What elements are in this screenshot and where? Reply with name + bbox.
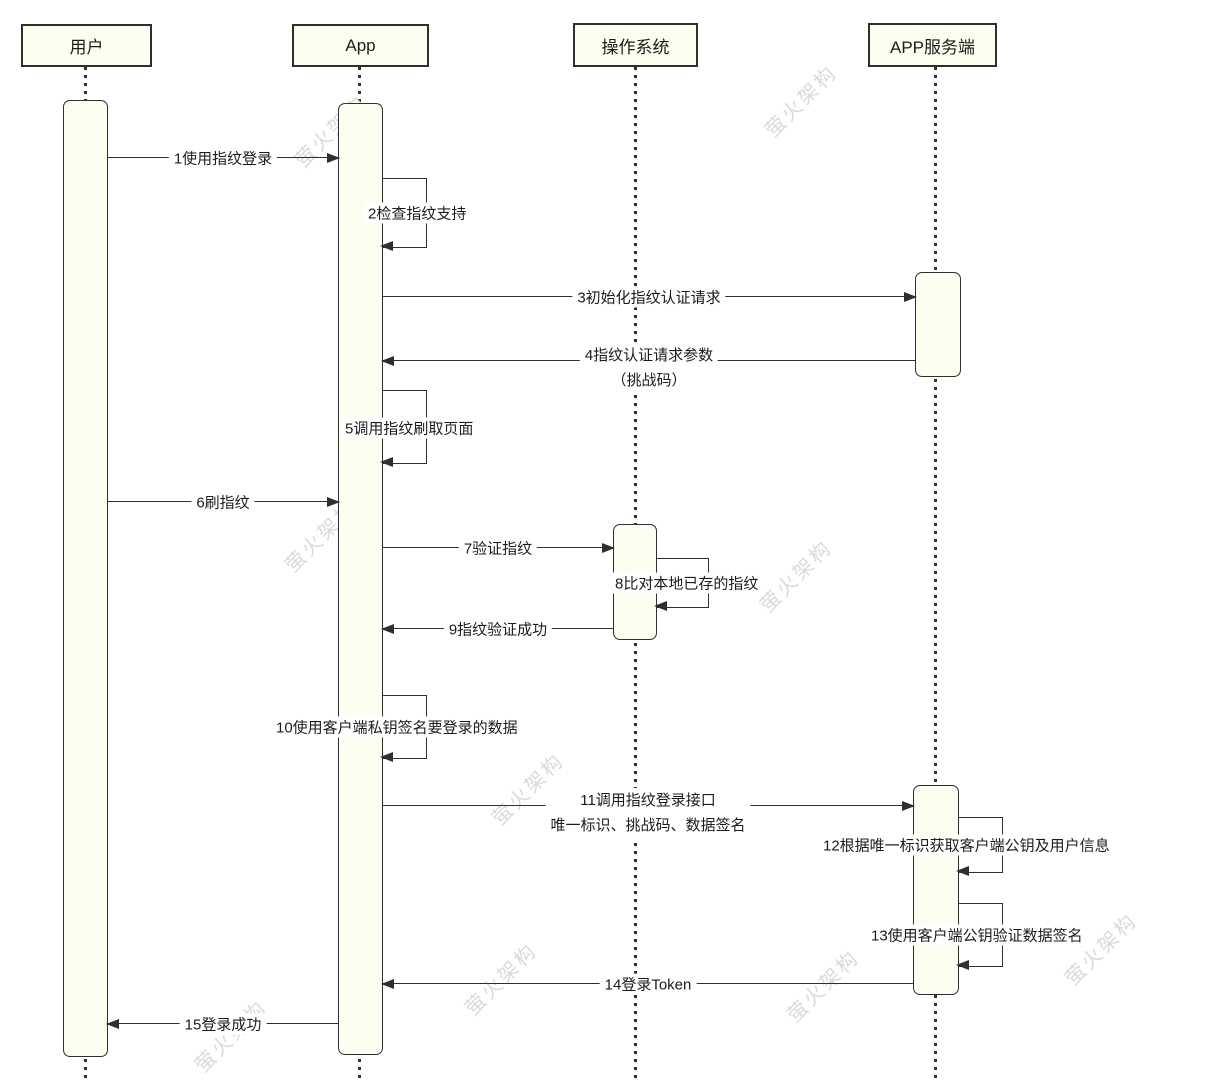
arrowhead-icon [380, 241, 393, 251]
lifeline-server [934, 67, 937, 1080]
actor-label-server: APP服务端 [889, 37, 976, 57]
message-12-label: 12根据唯一标识获取客户端公钥及用户信息 [820, 834, 1113, 856]
activation-bar-app [338, 103, 383, 1055]
message-15-arrow: 15登录成功 [106, 1013, 338, 1035]
message-4-arrow: 4指纹认证请求参数 （挑战码） [381, 343, 915, 393]
message-7-label: 7验证指纹 [458, 537, 538, 559]
watermark: 萤火架构 [756, 536, 838, 618]
arrowhead-icon [904, 292, 917, 302]
actor-label-os: 操作系统 [601, 37, 670, 57]
watermark: 萤火架构 [191, 996, 273, 1078]
message-4-label-line1: 4指纹认证请求参数 [584, 347, 714, 364]
watermark: 萤火架构 [761, 61, 843, 143]
arrowhead-icon [380, 457, 393, 467]
message-3-arrow: 3初始化指纹认证请求 [383, 286, 917, 308]
message-13-label: 13使用客户端公钥验证数据签名 [868, 924, 1086, 946]
message-4-label-line2: （挑战码） [611, 372, 687, 389]
arrowhead-icon [327, 153, 340, 163]
message-3-label: 3初始化指纹认证请求 [572, 286, 726, 308]
arrowhead-icon [106, 1019, 119, 1029]
message-9-arrow: 9指纹验证成功 [381, 618, 613, 640]
arrowhead-icon [381, 624, 394, 634]
actor-head-os: 操作系统 [573, 23, 698, 67]
arrowhead-icon [956, 866, 969, 876]
arrowhead-icon [380, 752, 393, 762]
arrowhead-icon [327, 497, 340, 507]
message-14-arrow: 14登录Token [381, 973, 913, 995]
watermark: 萤火架构 [1061, 909, 1143, 991]
message-8-label: 8比对本地已存的指纹 [612, 572, 762, 594]
message-4-label: 4指纹认证请求参数 （挑战码） [579, 343, 719, 393]
arrowhead-icon [381, 356, 394, 366]
message-1-label: 1使用指纹登录 [168, 147, 278, 169]
activation-bar-server-1 [915, 272, 961, 377]
arrowhead-icon [654, 601, 667, 611]
message-2-label: 2检查指纹支持 [365, 202, 470, 224]
message-11-label-line2: 唯一标识、挑战码、数据签名 [550, 817, 746, 834]
watermark: 萤火架构 [461, 939, 543, 1021]
message-6-label: 6刷指纹 [191, 491, 255, 513]
message-11-label: 11调用指纹登录接口唯一标识、挑战码、数据签名 [545, 788, 751, 838]
message-1-arrow: 1使用指纹登录 [108, 147, 340, 169]
message-7-arrow: 7验证指纹 [383, 537, 615, 559]
arrowhead-icon [902, 801, 915, 811]
watermark: 萤火架构 [783, 946, 865, 1028]
message-5-label: 5调用指纹刷取页面 [342, 417, 477, 439]
arrowhead-icon [602, 543, 615, 553]
message-9-label: 9指纹验证成功 [443, 618, 553, 640]
actor-head-app: App [292, 24, 429, 67]
actor-label-user: 用户 [69, 38, 104, 57]
actor-label-app: App [345, 35, 376, 55]
activation-bar-server-2 [913, 785, 959, 995]
message-11-arrow: 11调用指纹登录接口唯一标识、挑战码、数据签名 [383, 788, 915, 838]
activation-bar-user [63, 100, 108, 1057]
message-10-label: 10使用客户端私钥签名要登录的数据 [273, 716, 521, 738]
arrowhead-icon [381, 979, 394, 989]
actor-head-user: 用户 [21, 24, 152, 67]
message-14-label: 14登录Token [599, 973, 697, 995]
message-11-label-line1: 11调用指纹登录接口 [580, 792, 716, 809]
message-6-arrow: 6刷指纹 [108, 491, 340, 513]
arrowhead-icon [956, 960, 969, 970]
message-15-label: 15登录成功 [179, 1013, 267, 1035]
actor-head-server: APP服务端 [868, 23, 997, 67]
